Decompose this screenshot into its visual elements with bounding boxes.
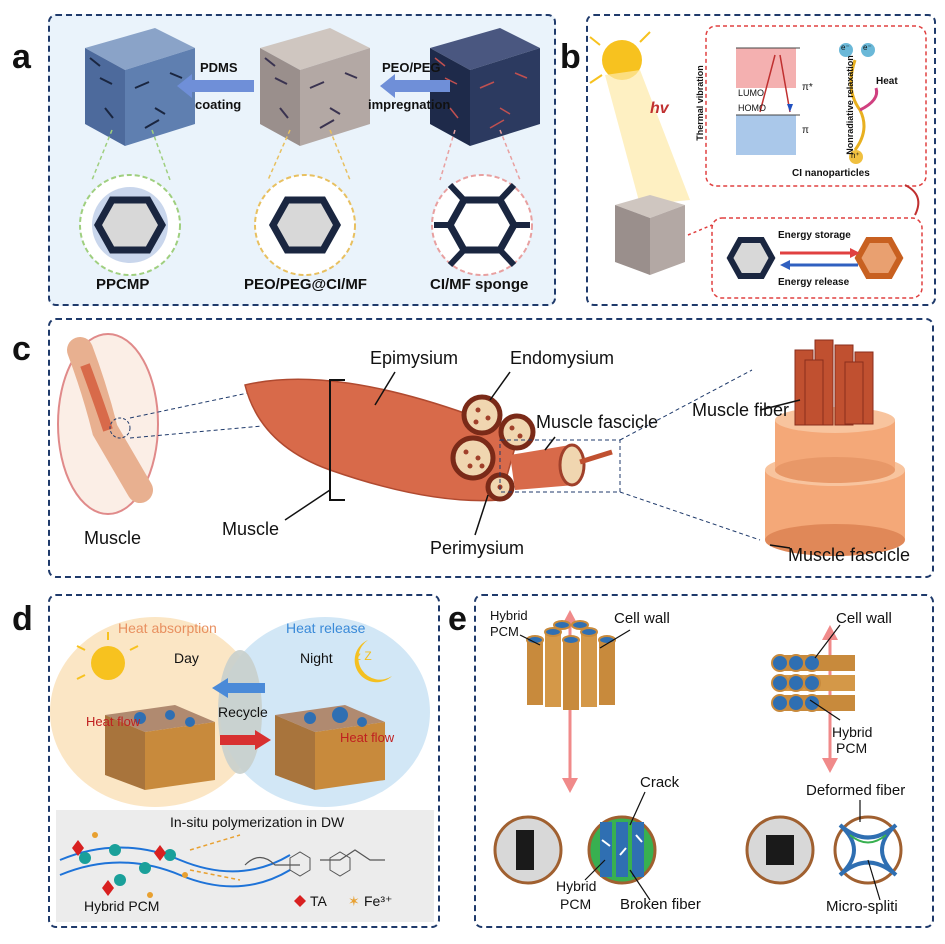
sun-face-icon [76, 632, 139, 680]
panel-b-label: b [560, 38, 581, 76]
muscle-body [244, 378, 521, 502]
impregnation-label: impregnation [368, 97, 451, 112]
pi-star-label: π* [802, 82, 813, 93]
perimysium-label: Perimysium [430, 538, 525, 558]
panel-c [48, 318, 934, 578]
pi-label: π [802, 125, 809, 136]
endomysium-label: Endomysium [510, 348, 615, 368]
electron-2-label: e⁻ [863, 43, 872, 52]
panel-c-label: c [12, 330, 31, 368]
day-label: Day [174, 650, 199, 666]
peo-peg-label: PEO/PEG [382, 60, 441, 75]
vertical-fiber-bundle [526, 620, 616, 710]
deformed-fiber-label: Deformed fiber [806, 782, 906, 799]
pcm-name: PEO/PEG@CI/MF [244, 276, 367, 293]
epimysium-label: Epimysium [370, 348, 459, 368]
arrow-left-2 [380, 74, 450, 98]
hybrid-pcm-label-d: Hybrid PCM [84, 898, 160, 914]
cell-wall-left: Cell wall [614, 610, 670, 627]
panel-d-label: d [12, 600, 33, 638]
heat-flow-right-label: Heat flow [340, 730, 395, 745]
ta-label: TA [310, 893, 327, 909]
panel-e-label: e [448, 600, 467, 638]
coating-label: coating [195, 97, 242, 112]
homo-label: HOMO [738, 103, 766, 113]
energy-release-label: Energy release [778, 277, 850, 288]
ppcmp-cell-circle [79, 174, 181, 276]
deformed-fiber-diagram [833, 815, 903, 885]
fe-icon: ✶ [348, 893, 360, 909]
panel-b [586, 14, 936, 306]
hybrid-pcm-right-1: Hybrid [832, 724, 873, 740]
micro-split-label: Micro-spliti [826, 898, 898, 915]
heat-label-b: Heat [876, 76, 898, 87]
fascicle-cylinder [765, 339, 905, 556]
horizontal-fiber-bundle [771, 654, 855, 712]
panel-a-label: a [12, 38, 31, 76]
heat-release-label: Heat release [286, 620, 366, 636]
pcm-cube [260, 28, 370, 146]
hv-label: hv [650, 100, 669, 117]
hybrid-pcm-right-2: PCM [836, 740, 868, 756]
muscle-icon-label: Muscle [84, 528, 142, 548]
crack-diagram [587, 815, 657, 885]
insitu-label: In-situ polymerization in DW [170, 814, 345, 830]
wood-block-left [105, 705, 215, 790]
sponge-cell-circle [431, 174, 533, 276]
muscle-fiber-label: Muscle fiber [692, 400, 790, 420]
moon-icon [354, 640, 392, 683]
hole-label: h⁺ [851, 151, 860, 160]
heat-absorption-label: Heat absorption [118, 620, 217, 636]
ppcmp-cube [85, 28, 195, 146]
energy-storage-label: Energy storage [778, 230, 851, 241]
sponge-name: CI/MF sponge [430, 276, 529, 293]
panel-d [48, 594, 440, 928]
wood-block-right [275, 705, 385, 790]
heat-flow-left-label: Heat flow [86, 714, 141, 729]
svg-text:z Z: z Z [355, 649, 372, 663]
muscle-fascicle-label-2: Muscle fascicle [788, 545, 911, 565]
pcm-cube-b [615, 195, 685, 275]
electron-1-label: e⁻ [841, 43, 850, 52]
hybrid-pcm-bottom-1: Hybrid [556, 878, 597, 894]
muscle-fascicle-label: Muscle fascicle [536, 412, 659, 432]
sponge-cube [430, 28, 540, 146]
muscle-label: Muscle [222, 519, 280, 539]
hybrid-pcm-bottom-2: PCM [560, 896, 592, 912]
ta-icon [294, 895, 306, 907]
cell-wall-right: Cell wall [836, 610, 892, 627]
fe-label: Fe³⁺ [364, 893, 393, 909]
light-beam [605, 70, 690, 205]
hybrid-pcm-left-1: Hybrid [490, 608, 528, 623]
pcm-cell-circle [254, 174, 356, 276]
recycle-label: Recycle [218, 704, 268, 720]
crack-label: Crack [640, 774, 680, 791]
sun-icon [589, 31, 651, 84]
ppcmp-name: PPCMP [96, 276, 150, 293]
arrow-left-1 [177, 74, 254, 98]
panel-e [474, 594, 934, 928]
broken-fiber-label: Broken fiber [620, 896, 701, 913]
ci-nanoparticles-label: CI nanoparticles [792, 168, 870, 179]
lumo-label: LUMO [738, 88, 765, 98]
hybrid-pcm-left-2: PCM [490, 624, 519, 639]
night-label: Night [300, 650, 333, 666]
pdms-label: PDMS [200, 60, 238, 75]
